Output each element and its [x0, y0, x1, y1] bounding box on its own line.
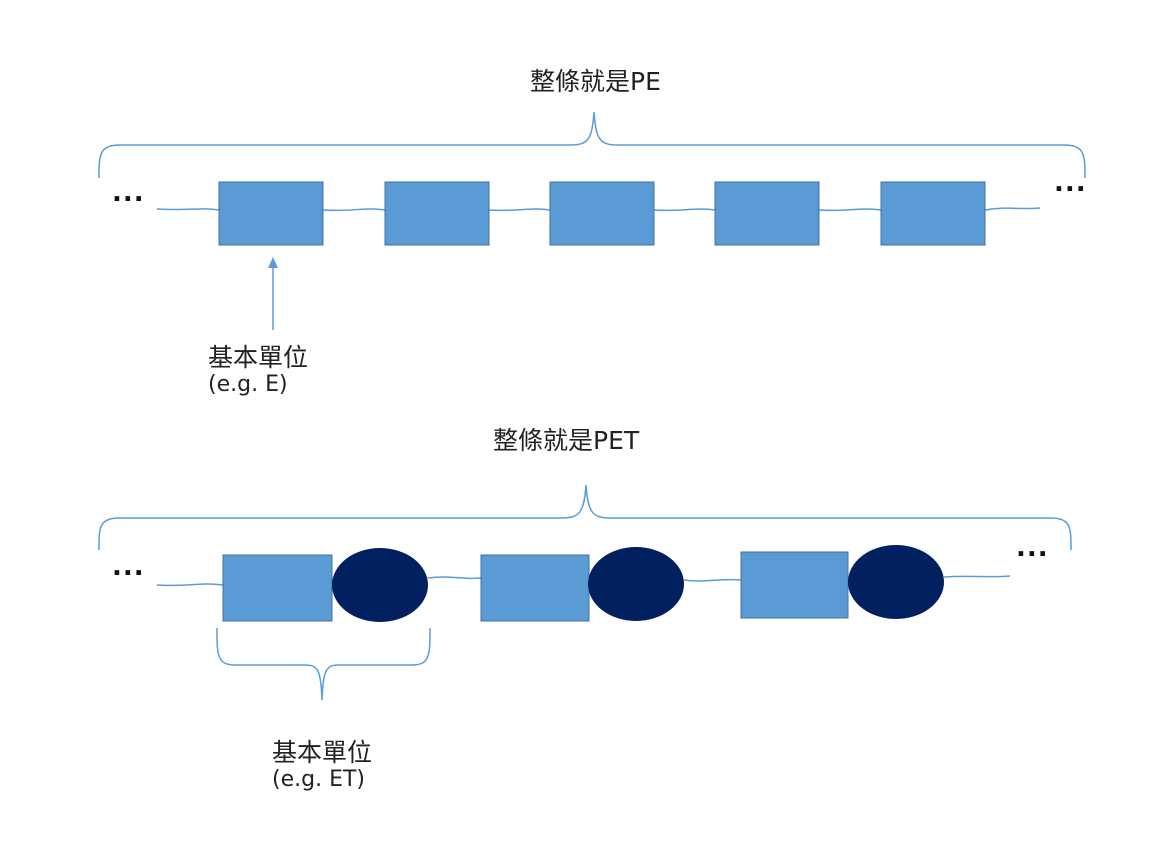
pet-left-ellipsis: ... [112, 552, 145, 582]
pet-title: 整條就是PET [493, 426, 640, 455]
pet-unit-box [480, 554, 590, 622]
pe-unit-box [384, 181, 490, 246]
pet-right-ellipsis: ... [1016, 533, 1049, 563]
pe-unit-box [218, 181, 324, 246]
pet-chain-line [156, 575, 1011, 587]
pe-unit-box [880, 181, 986, 246]
pet-unit-ellipse [332, 548, 428, 622]
pe-unit-box [714, 181, 820, 246]
pe-brace [98, 111, 1086, 179]
arrow-icon [268, 257, 278, 330]
pet-brace [98, 484, 1072, 551]
pe-chain-line [156, 207, 1041, 212]
pe-unit-example: (e.g. E) [208, 372, 288, 397]
pet-unit-box [740, 551, 849, 619]
pe-title: 整條就是PE [530, 67, 661, 96]
pe-unit-label: 基本單位 [208, 343, 309, 372]
pet-unit-example: (e.g. ET) [272, 767, 365, 792]
pet-unit-label: 基本單位 [272, 738, 373, 767]
pet-unit-ellipse [848, 545, 944, 619]
pet-unit-box [222, 554, 333, 622]
pet-unit-ellipse [588, 547, 684, 621]
pe-unit-box [549, 181, 655, 246]
pe-right-ellipsis: ... [1054, 168, 1087, 198]
unit-brace [216, 627, 431, 701]
pe-left-ellipsis: ... [112, 178, 145, 208]
